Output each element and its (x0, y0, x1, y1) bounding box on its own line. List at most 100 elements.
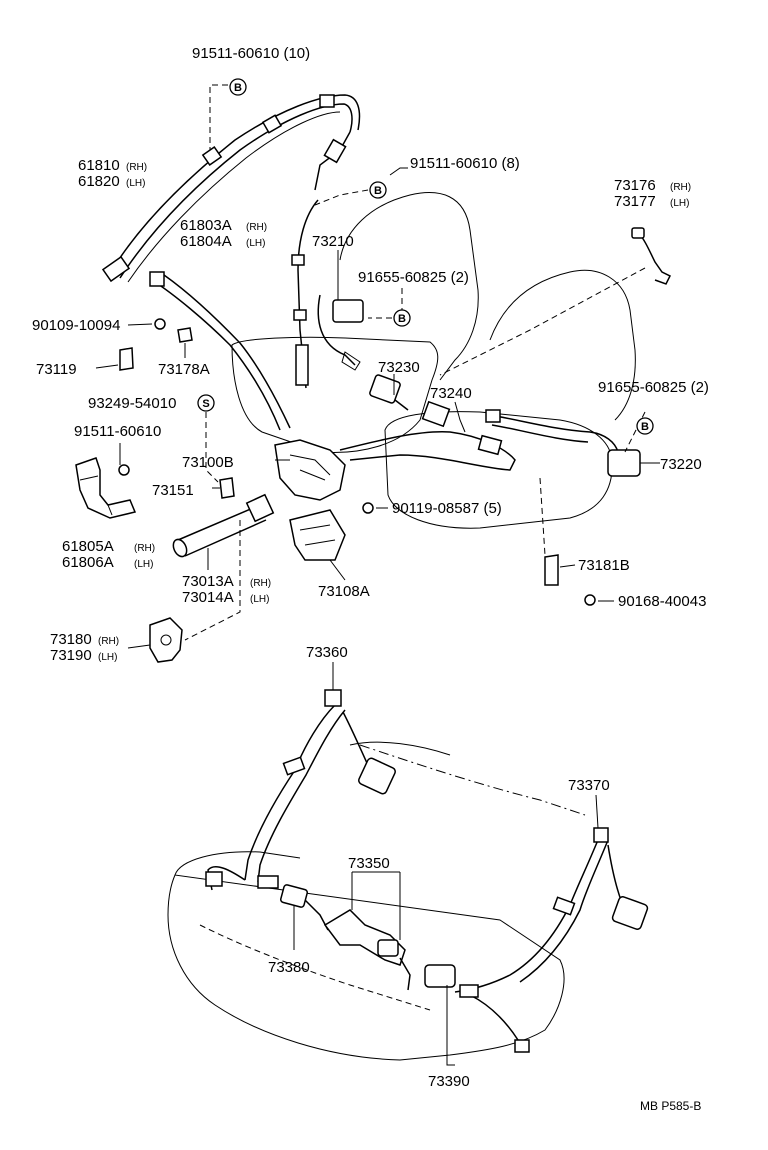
rear-left-retractor (358, 757, 396, 795)
center-belt-anchor (477, 434, 503, 456)
cap-73178a (177, 327, 193, 343)
bracket-61805a-detail (79, 475, 113, 516)
label-91511-mid: 91511-60610 (8) (410, 155, 520, 172)
rear-right-belt-webbing (454, 834, 601, 993)
label-61806a-lh: (LH) (134, 559, 153, 570)
drive-cable-clip-2 (293, 309, 307, 321)
front-belt-webbing-left (151, 279, 281, 431)
rear-left-lap-belt (207, 866, 246, 891)
marker-b-top: B (229, 78, 247, 96)
clip-73119 (119, 347, 134, 371)
right-belt-webbing-2 (491, 424, 589, 443)
leader-73108a (329, 559, 346, 581)
leader-73350 (351, 871, 401, 940)
rear-seat-cushion (167, 851, 565, 1061)
seat-back-right-outline (489, 269, 636, 421)
marker-b-mid: B (369, 181, 387, 199)
bolt-90109 (154, 318, 166, 330)
label-73178a: 73178A (158, 361, 210, 378)
front-belt-webbing-left-2 (163, 274, 291, 429)
retractor-bracket-detail (299, 524, 336, 546)
center-belt-tail (399, 957, 411, 991)
label-61810: 61810 (78, 157, 120, 174)
adjuster-73180-hole (160, 634, 172, 646)
leader-91511-mid-2 (389, 167, 408, 176)
label-90119: 90119-08587 (5) (392, 500, 502, 517)
belt-track-rail-cable (127, 111, 341, 283)
track-end-bracket (101, 255, 131, 283)
leader-91511-top (209, 84, 228, 150)
belt-guide-73176 (637, 231, 672, 285)
rear-left-belt-webbing (244, 704, 336, 881)
track-clip-2 (261, 114, 283, 134)
svg-text:S: S (202, 398, 209, 410)
label-73230: 73230 (378, 359, 420, 376)
leader-73013a-2 (184, 520, 241, 641)
rear-right-lap-anchor (514, 1039, 530, 1053)
drive-cable-clip-1 (291, 254, 305, 266)
label-91511-low: 91511-60610 (74, 423, 161, 440)
motor-unit (332, 299, 364, 323)
svg-text:B: B (234, 82, 242, 94)
rear-left-lap-anchor (205, 871, 223, 887)
label-73360: 73360 (306, 644, 348, 661)
svg-text:B: B (398, 313, 406, 325)
label-73013a-rh: (RH) (250, 578, 271, 589)
label-61820: 61820 (78, 173, 120, 190)
adjuster-73180 (149, 617, 183, 663)
label-73014a-lh: (LH) (250, 594, 269, 605)
leader-73390 (446, 985, 455, 1066)
label-73350: 73350 (348, 855, 390, 872)
leader-91655-a (368, 288, 403, 319)
label-73176: 73176 (614, 177, 656, 194)
seat-back-left-outline (339, 192, 479, 381)
track-clip-3 (319, 94, 335, 108)
leader-73176 (439, 267, 646, 376)
rear-seat-back-top (349, 741, 451, 756)
label-61803a: 61803A (180, 217, 232, 234)
buckle-strap (394, 399, 409, 411)
motor-harness (317, 294, 356, 366)
label-73176-rh: (RH) (670, 182, 691, 193)
rear-right-anchor (593, 827, 609, 843)
motor-connector (341, 351, 361, 371)
label-90109: 90109-10094 (32, 317, 120, 334)
rear-seat-cushion-edge (199, 924, 431, 1011)
label-61804a: 61804A (180, 233, 232, 250)
leader-93249 (205, 412, 219, 483)
label-91511-top: 91511-60610 (10) (192, 45, 310, 62)
belt-track-rail-inner (119, 103, 353, 279)
rear-left-belt-webbing-2 (257, 709, 346, 883)
right-belt-anchor (485, 409, 501, 423)
label-61804a-lh: (LH) (246, 238, 265, 249)
retractor-bracket (289, 509, 346, 561)
label-73119: 73119 (36, 361, 77, 378)
label-61803a-rh: (RH) (246, 222, 267, 233)
label-73180-rh: (RH) (98, 636, 119, 647)
svg-text:B: B (641, 421, 649, 433)
anchor-rod-head (245, 493, 275, 523)
leader-91655-b (624, 411, 646, 453)
track-clip-1 (201, 146, 223, 166)
footer-code: MB P585-B (640, 1099, 701, 1113)
anchor-rod-end (172, 538, 188, 558)
bolt-91511-low (118, 464, 130, 476)
label-73180: 73180 (50, 631, 92, 648)
cover-73181b (544, 554, 559, 586)
anchor-rod (177, 504, 267, 557)
label-73100b: 73100B (182, 454, 234, 471)
buckle-73390 (424, 964, 456, 988)
leader-90109 (127, 323, 153, 326)
bolt-90168 (584, 594, 596, 606)
buckle-73390-clip (459, 984, 479, 998)
rear-left-anchor (324, 689, 342, 707)
retractor-73220 (607, 449, 641, 477)
label-61810-rh: (RH) (126, 162, 147, 173)
leader-91511-mid (314, 189, 369, 206)
marker-s: S (197, 394, 215, 412)
label-73370: 73370 (568, 777, 610, 794)
belt-guide-cap (631, 227, 645, 239)
label-73380: 73380 (268, 959, 310, 976)
label-73390: 73390 (428, 1073, 470, 1090)
